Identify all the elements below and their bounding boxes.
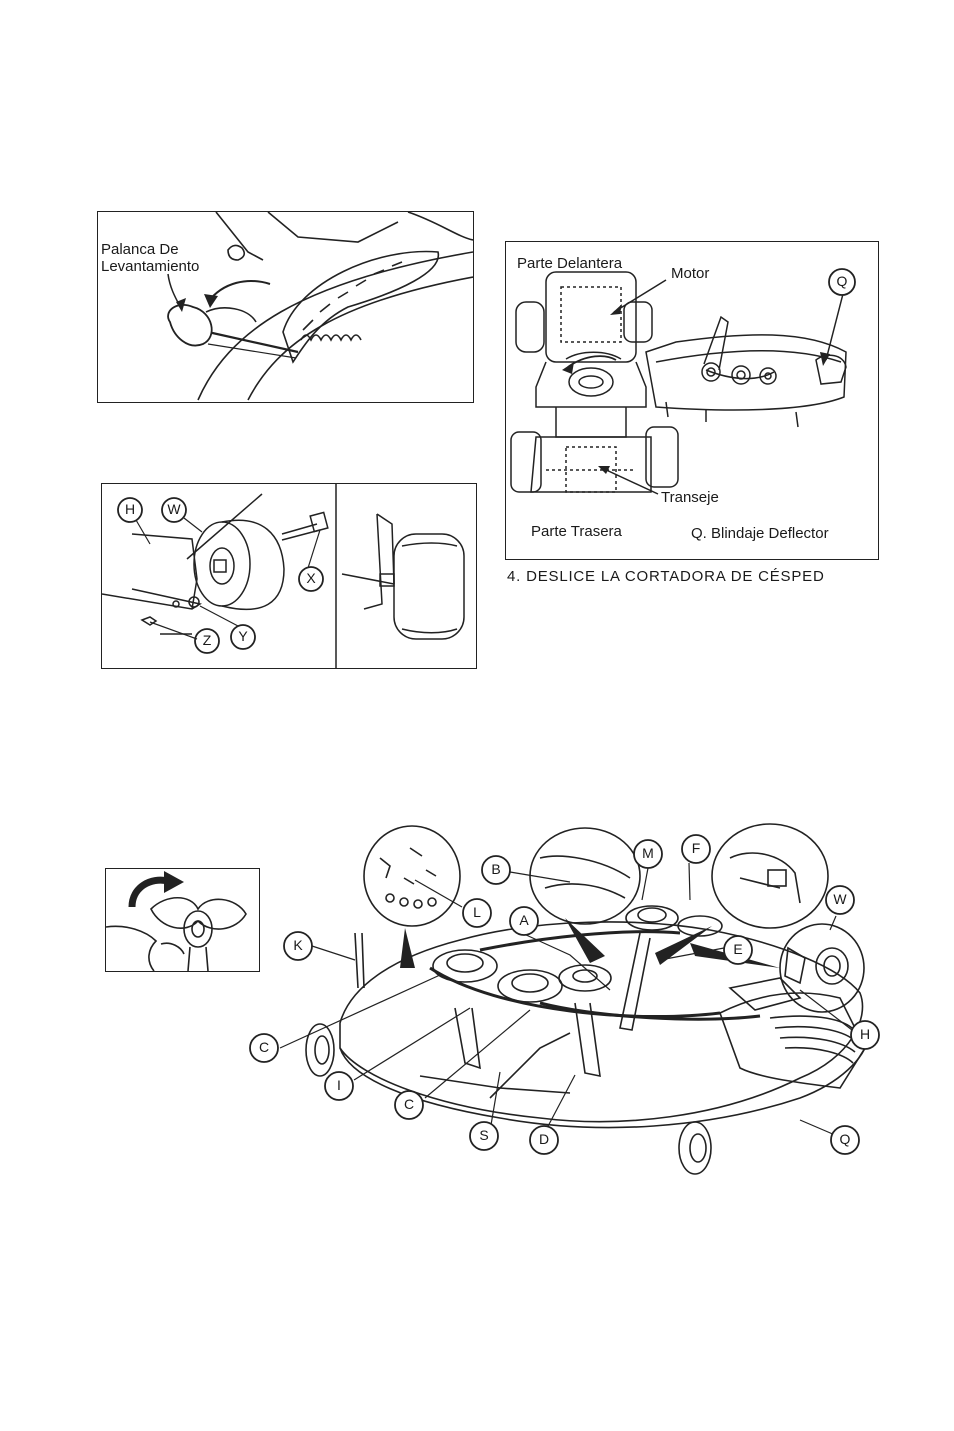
callout-d: D (534, 1131, 554, 1148)
callout-f: F (686, 840, 706, 857)
callout-h-deck: H (855, 1026, 875, 1043)
callout-i: I (329, 1077, 349, 1094)
callout-k: K (288, 937, 308, 954)
callout-c2: C (399, 1096, 419, 1113)
callout-c1: C (254, 1039, 274, 1056)
callout-b: B (486, 861, 506, 878)
callout-l: L (467, 904, 487, 921)
callout-q-deck: Q (835, 1131, 855, 1148)
callout-s: S (474, 1127, 494, 1144)
callout-m: M (638, 845, 658, 862)
callout-e: E (728, 941, 748, 958)
callout-a: A (514, 912, 534, 929)
callout-w-deck: W (830, 891, 850, 908)
